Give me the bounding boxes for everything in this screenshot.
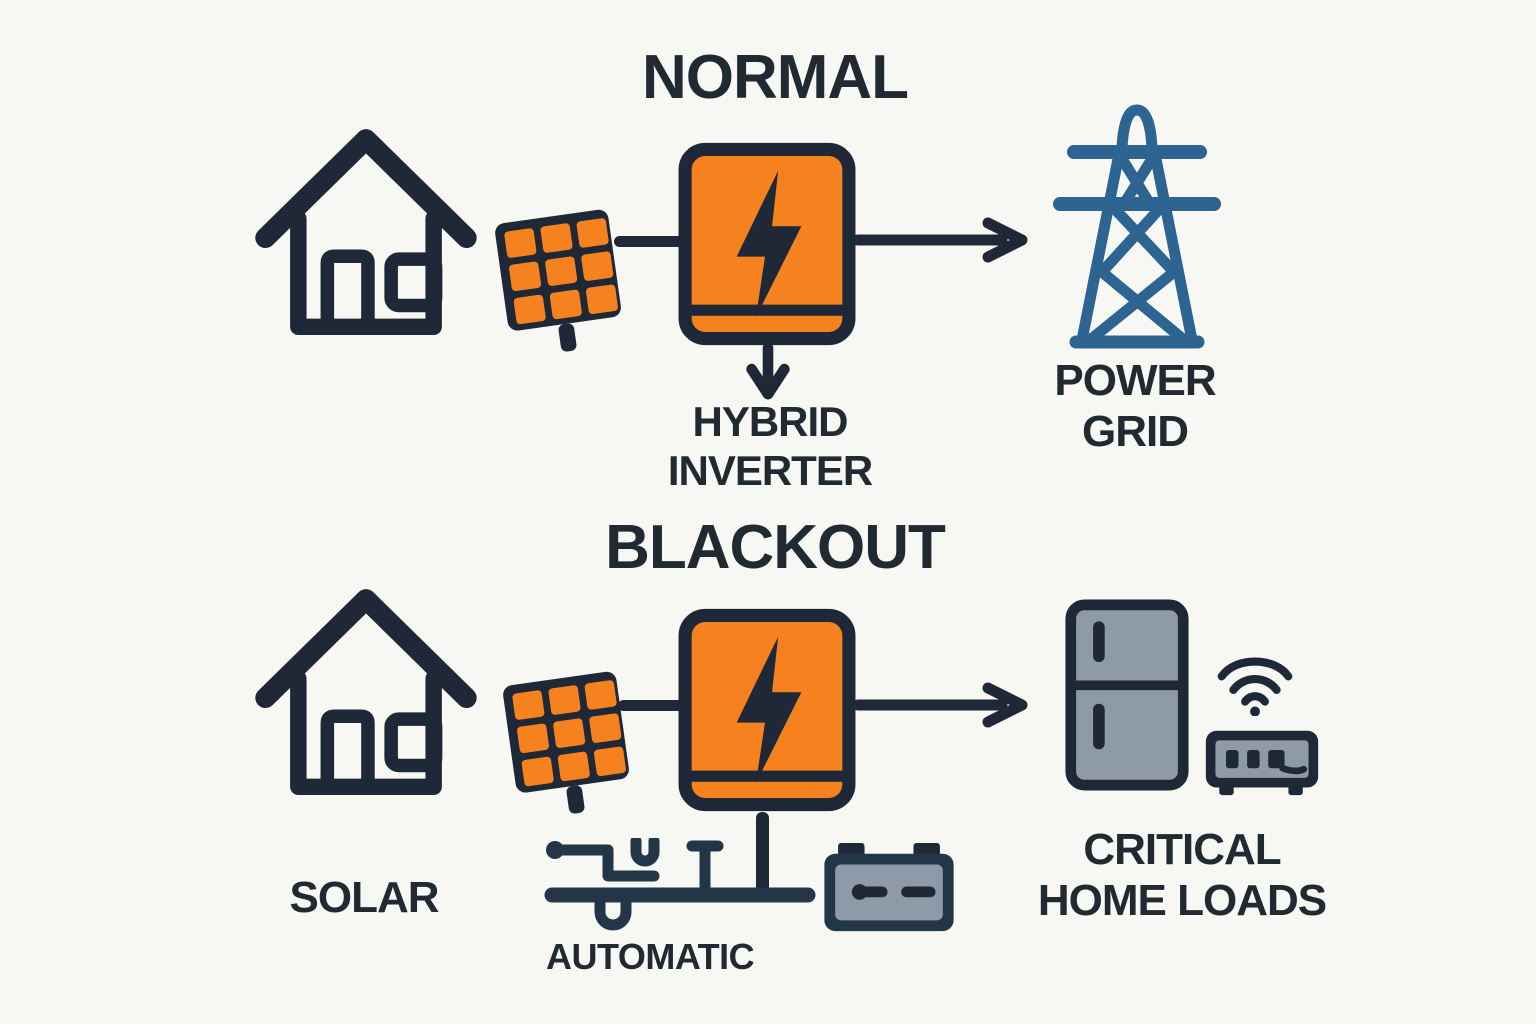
power-grid-label-line2: GRID: [1082, 407, 1189, 457]
arrow-right-icon: [852, 681, 1032, 729]
refrigerator-icon: [1064, 598, 1190, 792]
connector-line-inverter-to-switch: [756, 812, 769, 896]
house-icon: [250, 118, 482, 350]
normal-section-title: NORMAL: [641, 43, 909, 112]
solar-panel-icon: [490, 198, 628, 356]
hybrid-inverter-label: HYBRID INVERTER: [570, 398, 970, 495]
arrow-down-icon: [744, 344, 792, 400]
transfer-switch-icon: [540, 838, 820, 938]
power-grid-label: POWER GRID: [985, 355, 1285, 457]
hybrid-inverter-icon: [676, 606, 858, 814]
critical-home-loads-label-line1: CRITICAL: [1083, 825, 1281, 874]
hybrid-inverter-icon: [676, 140, 858, 348]
connector-line-solar-to-inverter: [614, 236, 688, 247]
house-icon: [250, 578, 482, 810]
hybrid-inverter-label-line2: INVERTER: [667, 446, 873, 494]
power-tower-icon: [1052, 102, 1222, 352]
solar-label: SOLAR: [289, 873, 440, 922]
router-icon: [1202, 726, 1322, 798]
hybrid-inverter-label-line1: HYBRID: [692, 398, 848, 445]
wifi-icon: [1210, 644, 1300, 716]
arrow-right-icon: [852, 216, 1032, 264]
critical-home-loads-label: CRITICAL HOME LOADS: [982, 824, 1382, 926]
blackout-section-title: BLACKOUT: [605, 513, 946, 582]
automatic-label: AUTOMATIC: [546, 936, 755, 977]
critical-home-loads-label-line2: HOME LOADS: [1037, 876, 1327, 926]
solar-panel-icon: [498, 660, 636, 818]
connector-line-solar-to-inverter: [618, 700, 690, 711]
power-grid-label-line1: POWER: [1054, 356, 1216, 405]
battery-icon: [820, 842, 958, 935]
